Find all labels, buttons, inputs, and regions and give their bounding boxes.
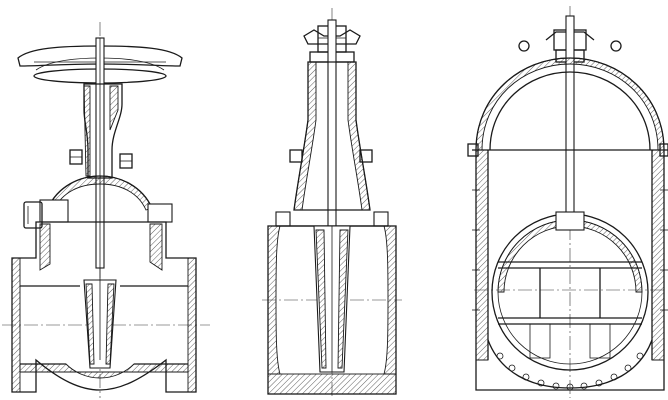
view-1-side-nut <box>23 201 43 229</box>
view-3-seat-ring <box>487 339 653 389</box>
view-1-bonnet-flange-right <box>147 203 173 223</box>
view-3-bolt-holes <box>496 352 644 391</box>
view-1-flange-right <box>187 257 197 393</box>
view-2-valve <box>262 8 402 398</box>
view-1-body <box>11 221 197 393</box>
view-2-top-flange-left <box>275 211 291 227</box>
view-3-lifting-eye-right <box>610 40 622 52</box>
view-2-base <box>267 373 397 395</box>
view-2-stem <box>327 19 337 231</box>
view-3-stem <box>565 15 575 227</box>
view-3-stem-nut <box>555 211 585 231</box>
view-1-bonnet-flange-left <box>39 199 69 223</box>
view-1-valve <box>2 22 210 398</box>
view-3-valve <box>467 6 668 398</box>
view-2-top-flange-right <box>373 211 389 227</box>
view-1-flange-left <box>11 257 21 393</box>
view-3-lifting-eye-left <box>518 40 530 52</box>
